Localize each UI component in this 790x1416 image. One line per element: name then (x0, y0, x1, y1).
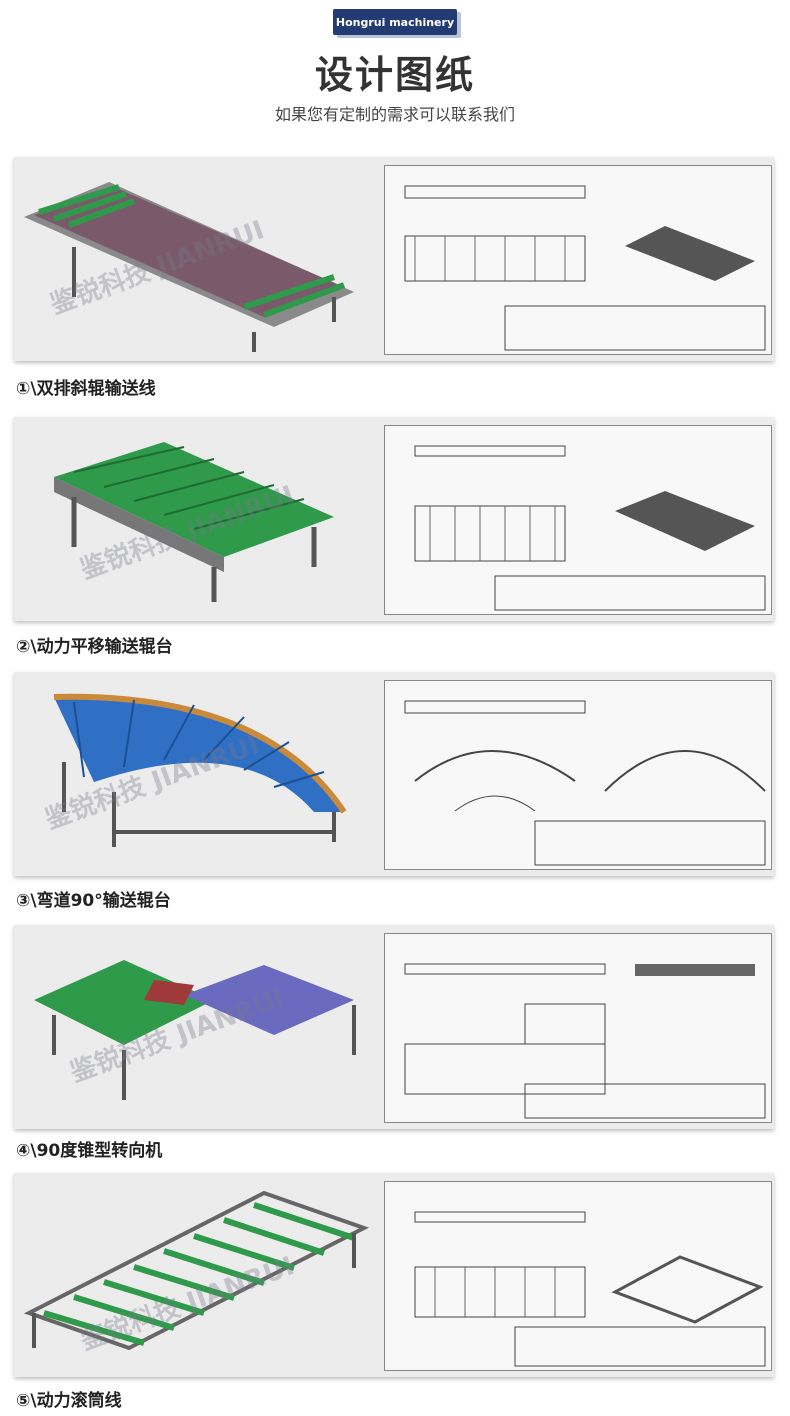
conveyor-3d-model (54, 442, 334, 602)
drawing-panel-4: 鉴锐科技 JIANRUI (14, 925, 774, 1129)
technical-drawing (384, 680, 772, 870)
drawing-panel-2: 鉴锐科技 JIANRUI (14, 417, 774, 621)
page-subtitle: 如果您有定制的需求可以联系我们 (274, 105, 515, 124)
caption-3: ③\弯道90°输送辊台 (16, 891, 171, 911)
drawing-panel-3: 鉴锐科技 JIANRUI (14, 672, 774, 876)
technical-drawing (384, 165, 772, 355)
technical-drawing (384, 933, 772, 1123)
page-title: 设计图纸 (314, 53, 475, 97)
conveyor-3d-model (53, 693, 347, 847)
caption-4: ④\90度锥型转向机 (16, 1141, 163, 1161)
conveyor-3d-model (24, 182, 354, 352)
technical-drawing (384, 425, 772, 615)
conveyor-3d-model (34, 960, 356, 1100)
brand-badge: Hongrui machinery (333, 9, 457, 35)
caption-5: ⑤\动力滚筒线 (16, 1391, 122, 1411)
drawing-panel-5: 鉴锐科技 JIANRUI (14, 1173, 774, 1377)
caption-1: ①\双排斜辊输送线 (16, 379, 156, 399)
conveyor-3d-model (23, 1190, 370, 1351)
technical-drawing (384, 1181, 772, 1371)
caption-2: ②\动力平移输送辊台 (16, 637, 173, 657)
drawing-panel-1: 鉴锐科技 JIANRUI (14, 157, 774, 361)
